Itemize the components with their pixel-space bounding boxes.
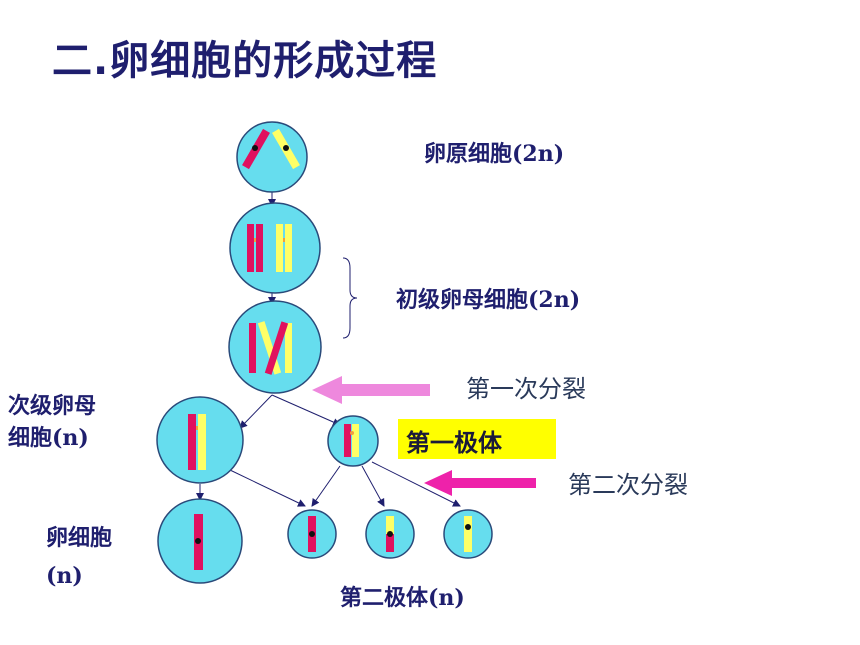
label-egg-line1: 卵细胞 xyxy=(46,525,113,551)
label-first-polar-body: 第一极体 xyxy=(406,429,502,457)
oogonium-cell xyxy=(236,121,308,193)
connector-lines xyxy=(196,192,461,507)
label-secondary-oocyte-line2: 细胞(n) xyxy=(8,425,89,451)
label-second-polar-body: 第二极体(n) xyxy=(340,585,465,611)
label-secondary-oocyte-line1: 次级卵母 xyxy=(8,393,97,419)
primary-oocyte-cell-1 xyxy=(229,202,321,294)
primary-oocyte-cell-2 xyxy=(228,300,322,394)
label-first-division: 第一次分裂 xyxy=(466,375,586,403)
page-title: 二.卵细胞的形成过程 xyxy=(52,38,438,84)
label-primary-oocyte: 初级卵母细胞(2n) xyxy=(396,287,581,313)
second-polar-body-cell-2 xyxy=(365,509,415,559)
secondary-oocyte-cell xyxy=(156,396,244,484)
first-polar-body-highlight: 第一极体 xyxy=(398,419,556,459)
first-polar-body-cell xyxy=(327,415,379,467)
first-division-arrow xyxy=(312,376,430,404)
second-polar-body-cell-1 xyxy=(287,509,337,559)
egg-cell xyxy=(157,498,243,584)
label-second-division: 第二次分裂 xyxy=(568,471,688,499)
second-polar-body-cell-3 xyxy=(443,509,493,559)
second-division-arrow xyxy=(424,470,536,496)
label-egg-line2: (n) xyxy=(46,563,83,589)
label-oogonium: 卵原细胞(2n) xyxy=(424,141,565,167)
bracket xyxy=(342,257,358,339)
